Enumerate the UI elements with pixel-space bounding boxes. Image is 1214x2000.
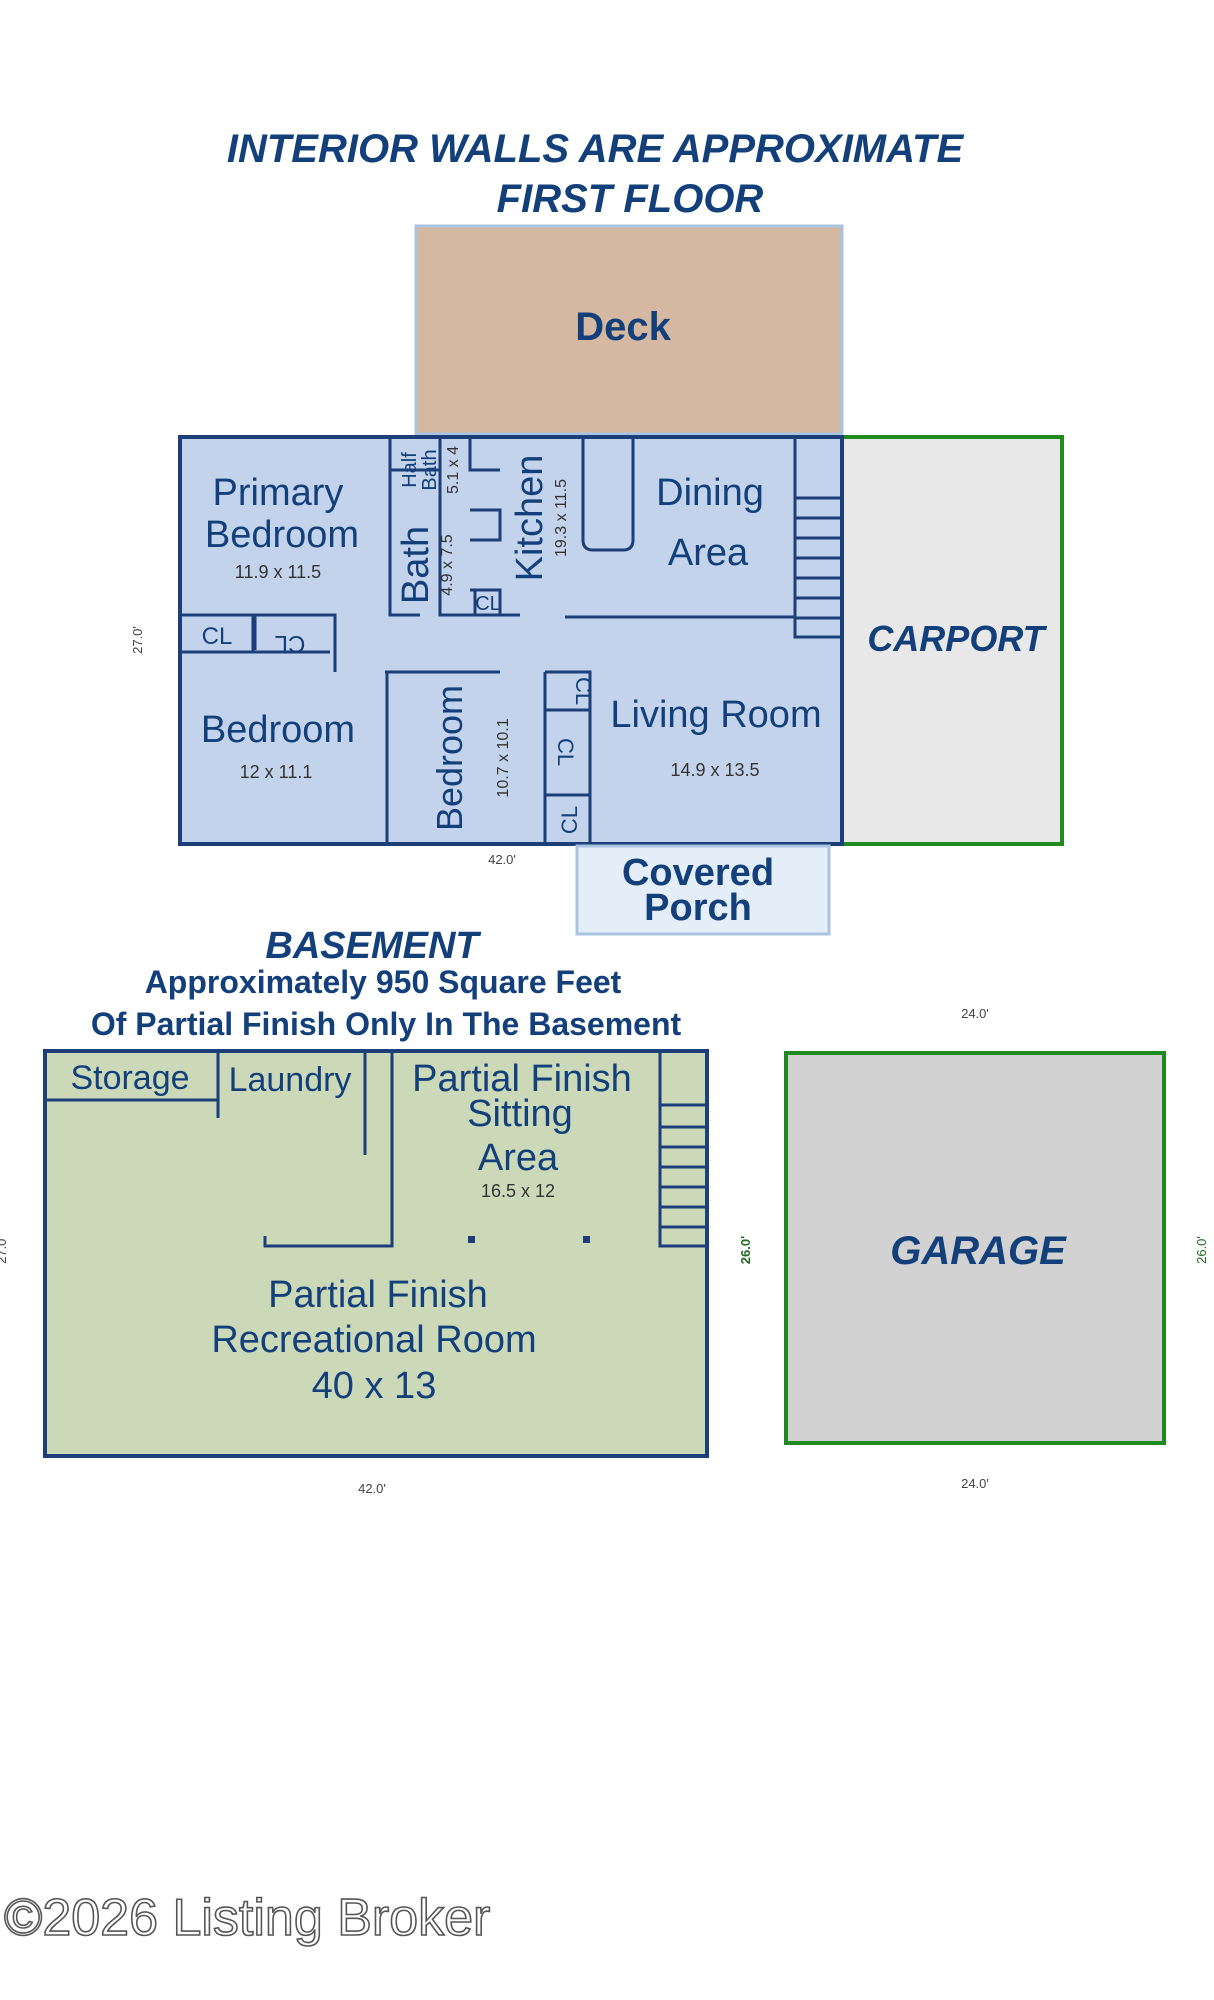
basement-title: BASEMENT [265,925,481,967]
rec-room-label-2: Recreational Room [211,1319,536,1361]
living-room-dim: 14.9 x 13.5 [670,760,759,780]
kitchen-dim: 19.3 x 11.5 [553,479,570,557]
kitchen-label: Kitchen [509,455,551,582]
header-line-2: FIRST FLOOR [497,177,764,221]
basement-post-1 [468,1236,475,1243]
basement-note-2: Of Partial Finish Only In The Basement [91,1006,682,1042]
garage-dim-top: 24.0' [961,1006,989,1021]
carport-area [840,435,1064,846]
sitting-dim: 16.5 x 12 [481,1181,555,1201]
bath-dim: 4.9 x 7.5 [439,534,456,595]
garage-dim-bottom: 24.0' [961,1476,989,1491]
living-closet-label-3: CL [557,806,582,834]
deck-area [414,224,844,436]
kitchen-closet-label: CL [475,593,501,615]
carport-label: CARPORT [867,618,1047,659]
header-line-1: INTERIOR WALLS ARE APPROXIMATE [227,127,965,171]
sitting-label-1: Partial Finish [412,1058,632,1100]
garage-label: GARAGE [890,1229,1067,1273]
bedroom-1-label: Bedroom [201,709,355,751]
bedroom-2-label: Bedroom [429,685,470,831]
garage-dim-left: 26.0' [738,1236,753,1264]
rec-room-label-1: Partial Finish [268,1274,488,1316]
first-floor-stairs [795,496,842,620]
living-room-label: Living Room [610,694,821,736]
garage-dim-right: 26.0' [1194,1236,1209,1264]
primary-bedroom-label-1: Primary [213,472,344,514]
living-closet-label-2: CL [553,738,578,766]
primary-bedroom-dim: 11.9 x 11.5 [235,562,321,582]
first-floor-depth-dim: 27.0' [130,626,145,654]
dining-label-1: Dining [656,472,764,514]
dining-label-2: Area [668,532,749,574]
basement-post-2 [583,1236,590,1243]
basement-stairs [660,1125,707,1229]
laundry-label: Laundry [229,1061,352,1099]
covered-porch-area [575,844,831,936]
watermark-text: ©2026 Listing Broker [4,1889,490,1947]
closet-label-1: CL [202,623,233,650]
covered-porch-label-2: Porch [644,887,752,929]
garage-area [784,1051,1166,1445]
basement-note-1: Approximately 950 Square Feet [145,964,622,1000]
primary-bedroom-label-2: Bedroom [205,514,359,556]
rec-room-label-3: 40 x 13 [312,1365,437,1407]
deck-label: Deck [575,305,671,349]
bedroom-2-dim: 10.7 x 10.1 [495,718,512,797]
basement-footprint [43,1049,709,1458]
first-floor-width-dim: 42.0' [488,852,516,867]
bath-label: Bath [395,526,437,604]
basement-walls [45,1051,707,1248]
first-floor-footprint [178,435,844,846]
half-bath-dim: 5.1 x 4 [445,446,462,494]
sitting-label-3: Area [478,1137,559,1179]
storage-label: Storage [70,1059,189,1097]
basement-depth-dim: 27.0' [0,1236,9,1264]
closet-label-2: CL [275,630,306,657]
sitting-label-2: Sitting [467,1093,573,1135]
basement-width-dim: 42.0' [358,1481,386,1496]
bedroom-1-dim: 12 x 11.1 [240,762,313,782]
half-bath-label-1: Half [399,452,421,488]
living-closet-label-1: CL [571,677,596,705]
covered-porch-label-1: Covered [622,852,774,894]
half-bath-label-2: Bath [419,449,441,490]
first-floor-walls [180,437,842,844]
